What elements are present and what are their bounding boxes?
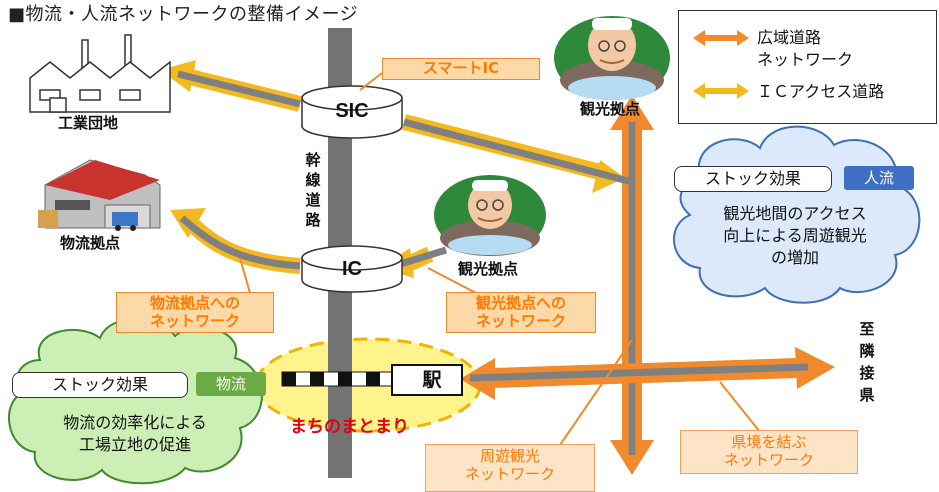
trunk-road-char: 幹 [305, 151, 321, 169]
wide-road-vertical [610, 95, 654, 475]
tourism-network-line1: 観光拠点への [475, 294, 566, 312]
logistics-effect-line1: 物流の効率化による [63, 413, 207, 432]
trunk-road-char: 路 [305, 211, 321, 229]
logistics-effect-text: 物流の効率化による 工場立地の促進 [20, 412, 250, 456]
railway [281, 364, 463, 396]
tourism-base-top-label: 観光拠点 [580, 100, 641, 118]
smart-ic-callout: スマートIC [382, 58, 540, 80]
town-label: まちのまとまり [290, 417, 409, 437]
prefecture-network-line1: 県境を結ぶ [731, 433, 807, 451]
people-flow-tag: 人流 [844, 166, 914, 190]
tourism-network-line2: ネットワーク [475, 312, 566, 330]
neighbor-pref-char: 至 [859, 320, 875, 338]
ic-node [301, 245, 403, 293]
sic-node [301, 85, 403, 139]
logistics-effect-label: ストック効果 [12, 372, 188, 398]
people-effect-line1: 観光地間のアクセス [723, 204, 867, 223]
people-effect-line2: 向上による周遊観光 [723, 226, 867, 245]
wide-road-horizontal [460, 347, 835, 400]
logistics-network-line2: ネットワーク [149, 312, 240, 330]
trunk-road-char: 線 [305, 171, 321, 189]
ic-label: IC [342, 258, 362, 280]
legend-wide-road-line2: ネットワーク [757, 50, 854, 69]
ic-access-roads [160, 60, 633, 278]
logistics-effect-line2: 工場立地の促進 [78, 435, 191, 454]
tourism-base-mid-label: 観光拠点 [458, 260, 519, 278]
cloud-logistics [8, 318, 263, 485]
leader-lines [239, 72, 761, 446]
prefecture-network-line2: ネットワーク [723, 451, 814, 469]
neighbor-pref-char: 接 [859, 364, 875, 382]
trunk-road-label: 幹 線 道 路 [300, 150, 326, 230]
people-effect-label: ストック効果 [674, 166, 832, 192]
tourism-network-callout: 観光拠点への ネットワーク [446, 292, 596, 333]
prefecture-network-callout: 県境を結ぶ ネットワーク [680, 430, 858, 474]
industrial-park-label: 工業団地 [58, 114, 119, 132]
people-effect-text: 観光地間のアクセス 向上による周遊観光 の増加 [680, 203, 910, 269]
neighbor-pref-char: 隣 [859, 342, 875, 360]
logistics-network-callout: 物流拠点への ネットワーク [116, 292, 274, 333]
legend-arrows [693, 30, 749, 99]
legend-ic-access: ＩＣアクセス道路 [757, 82, 885, 101]
legend: 広域道路 ネットワーク ＩＣアクセス道路 [678, 10, 937, 124]
neighbor-pref-char: 県 [859, 386, 875, 404]
factory-icon [29, 34, 171, 113]
logistics-flow-tag: 物流 [196, 372, 266, 396]
excursion-network-line2: ネットワーク [464, 465, 555, 483]
warehouse-icon [38, 159, 161, 231]
logistics-network-line1: 物流拠点への [149, 294, 240, 312]
logistics-base-label: 物流拠点 [60, 234, 121, 252]
tourism-icon-top [554, 16, 670, 100]
people-effect-line3: の増加 [770, 248, 819, 267]
tourism-icon-mid [434, 175, 546, 256]
excursion-network-line1: 周遊観光 [479, 447, 540, 465]
neighbor-pref-label: 至 隣 接 県 [855, 318, 879, 406]
excursion-network-callout: 周遊観光 ネットワーク [425, 444, 595, 492]
sic-label: SIC [335, 100, 369, 122]
diagram-title: ■物流・人流ネットワークの整備イメージ [8, 4, 359, 25]
legend-wide-road-line1: 広域道路 [757, 28, 822, 47]
trunk-road-char: 道 [305, 191, 321, 209]
station-label: 駅 [422, 369, 442, 391]
